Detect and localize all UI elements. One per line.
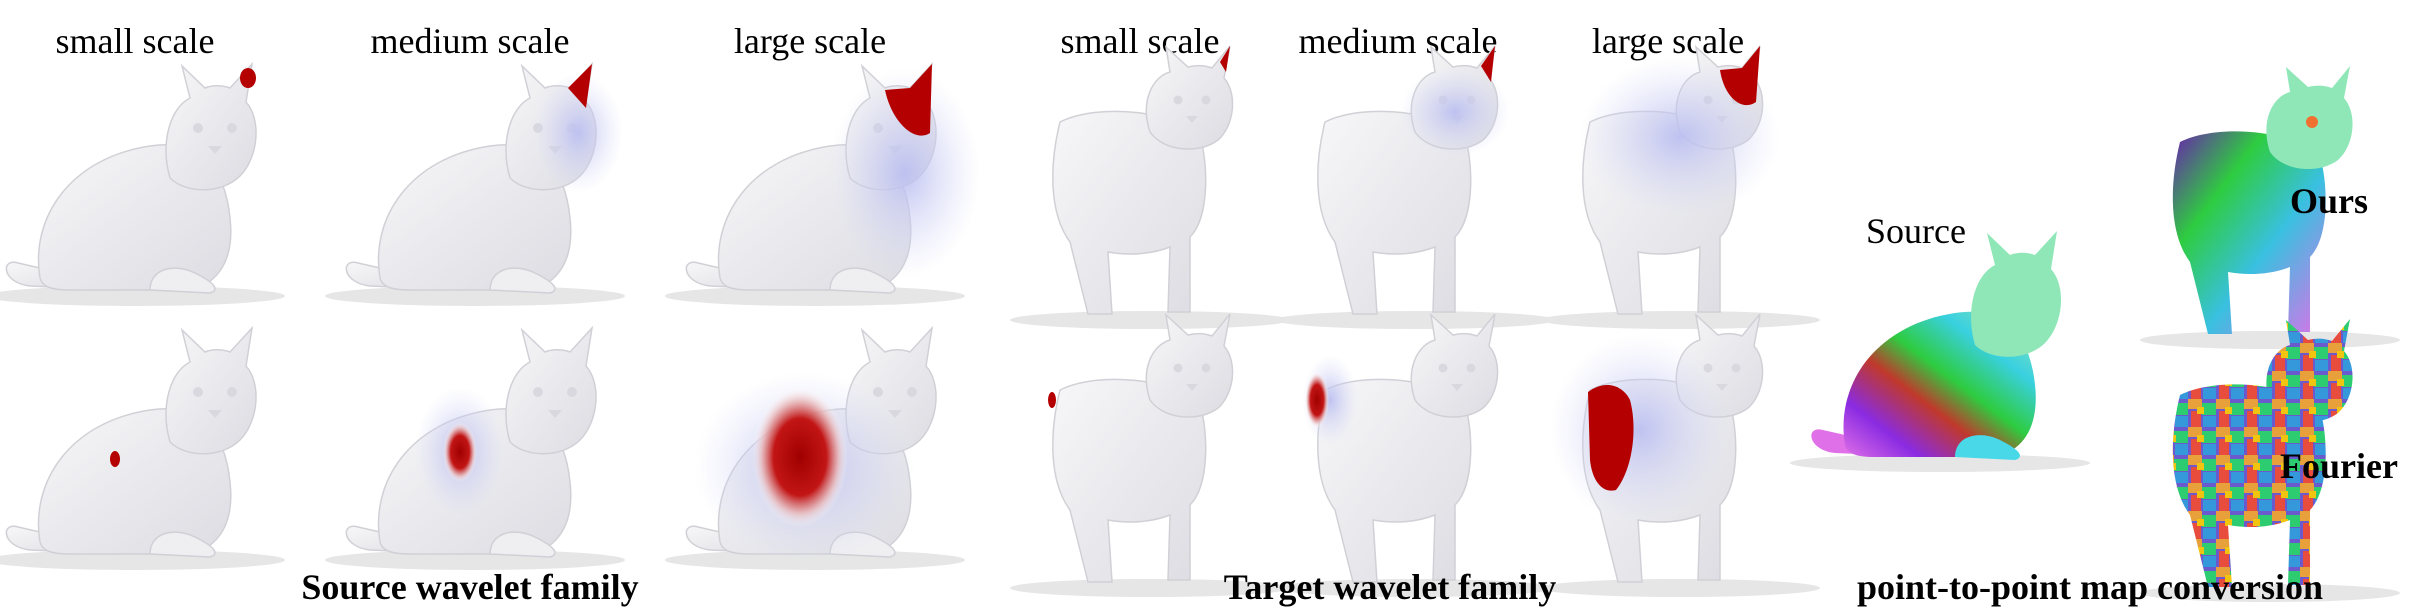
source-wavelet-caption: Source wavelet family bbox=[301, 567, 639, 607]
target-wavelet-caption: Target wavelet family bbox=[1223, 567, 1557, 607]
ours-label: Ours bbox=[2290, 181, 2369, 221]
target-wavelet-medium-top bbox=[1274, 45, 1556, 330]
target-wavelet-small-top bbox=[1009, 45, 1291, 330]
source-small-scale-label: small scale bbox=[55, 21, 215, 61]
ours-mapped-cat bbox=[2140, 66, 2400, 349]
target-large-scale-label: large scale bbox=[1591, 21, 1745, 61]
source-label: Source bbox=[1866, 211, 1966, 251]
source-wavelet-large-top bbox=[664, 63, 980, 307]
fourier-mapped-cat bbox=[2140, 319, 2400, 602]
source-wavelet-medium-top bbox=[324, 63, 626, 307]
target-wavelet-small-bottom bbox=[1009, 313, 1291, 598]
source-wavelet-small-bottom bbox=[0, 327, 286, 571]
source-wavelet-small-top bbox=[0, 63, 286, 307]
target-wavelet-medium-bottom bbox=[1274, 313, 1556, 598]
source-wavelet-large-bottom bbox=[664, 327, 966, 571]
source-wavelet-medium-bottom bbox=[324, 327, 626, 571]
fourier-label: Fourier bbox=[2280, 446, 2398, 486]
source-large-scale-label: large scale bbox=[733, 21, 887, 61]
source-medium-scale-label: medium scale bbox=[370, 21, 570, 61]
target-wavelet-large-top bbox=[1539, 45, 1821, 330]
source-colored-cat bbox=[1790, 231, 2090, 472]
target-small-scale-label: small scale bbox=[1060, 21, 1220, 61]
target-wavelet-large-bottom bbox=[1539, 313, 1821, 598]
target-medium-scale-label: medium scale bbox=[1298, 21, 1498, 61]
conversion-caption: point-to-point map conversion bbox=[1856, 567, 2324, 607]
